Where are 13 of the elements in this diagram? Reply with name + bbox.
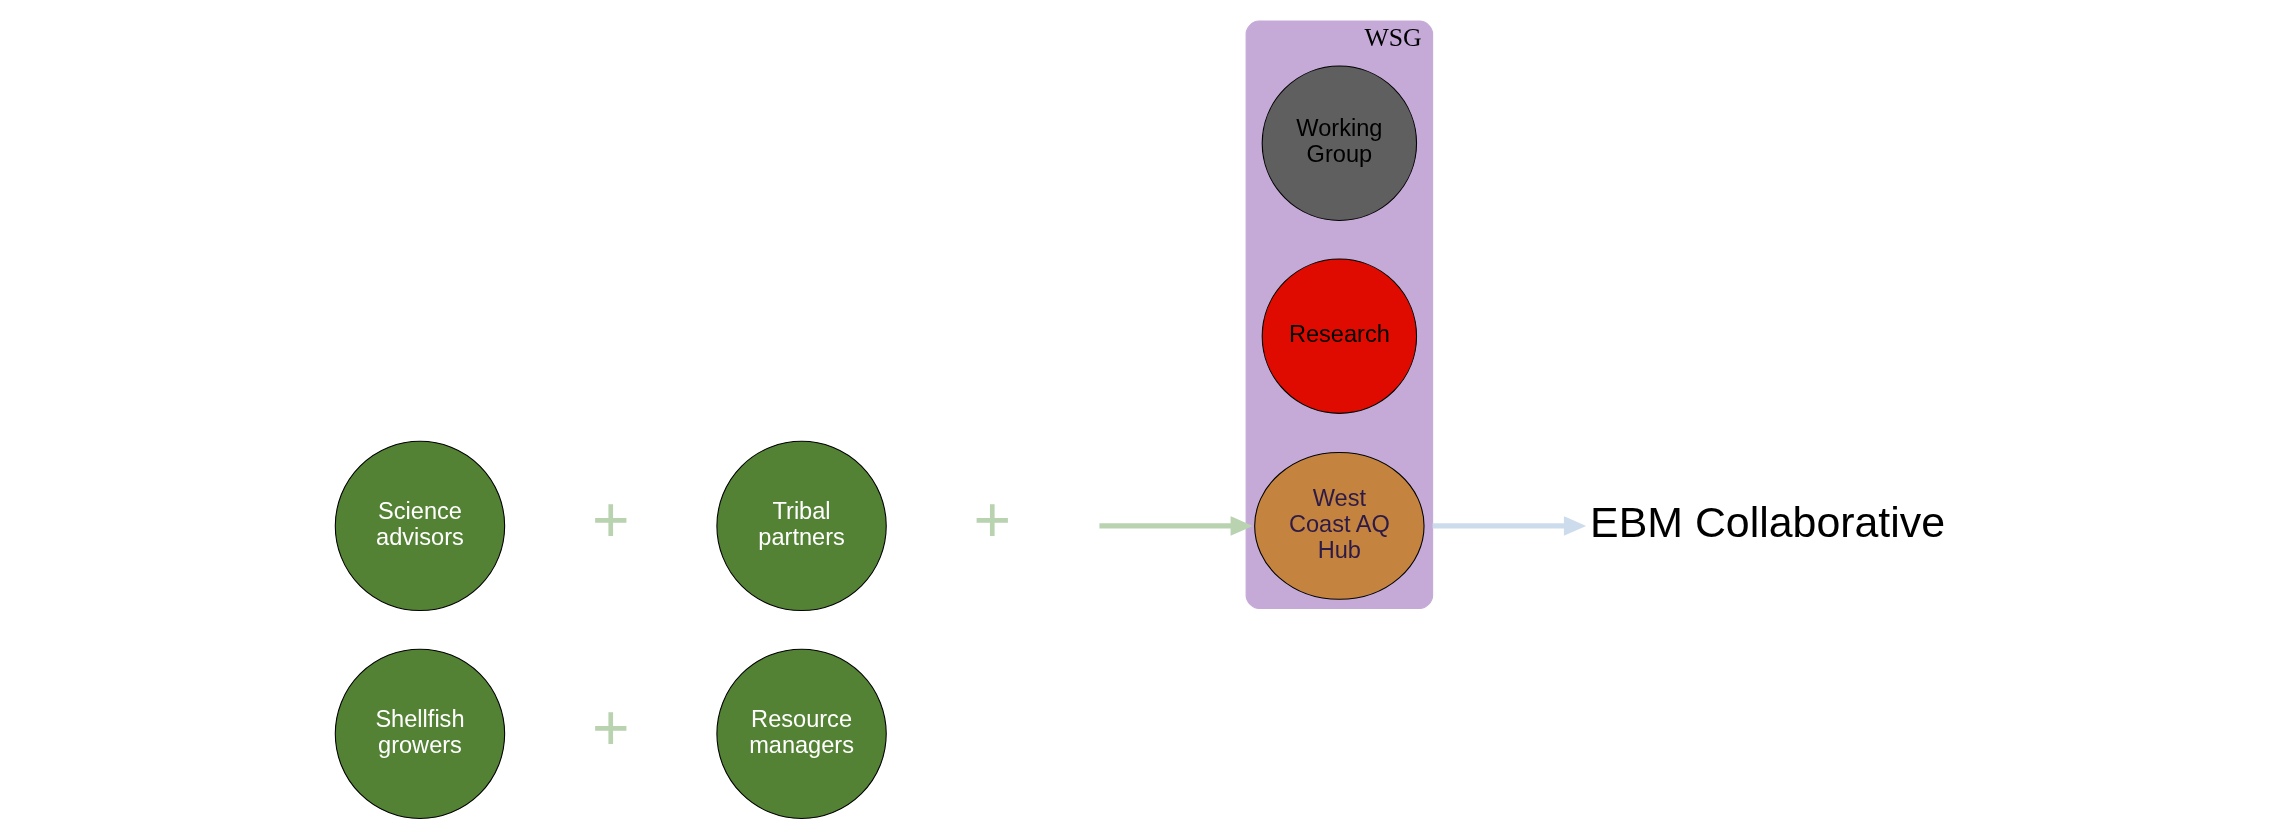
label: + <box>591 483 630 556</box>
arrow <box>1432 516 1586 536</box>
node-circle: Science advisors <box>334 440 505 612</box>
node-circle: Working Group <box>1261 65 1417 221</box>
arrow <box>1098 516 1253 536</box>
node-circle: Shellfish growers <box>334 648 505 820</box>
node-text: EBM Collaborative <box>1589 497 1945 546</box>
node-circle: Research <box>1261 258 1417 414</box>
label: + <box>591 691 630 764</box>
node-circle: Resource managers <box>715 648 887 820</box>
node-ellipse: West Coast AQ Hub <box>1253 451 1425 600</box>
node-circle: Tribal partners <box>715 440 887 612</box>
label: + <box>973 483 1011 556</box>
